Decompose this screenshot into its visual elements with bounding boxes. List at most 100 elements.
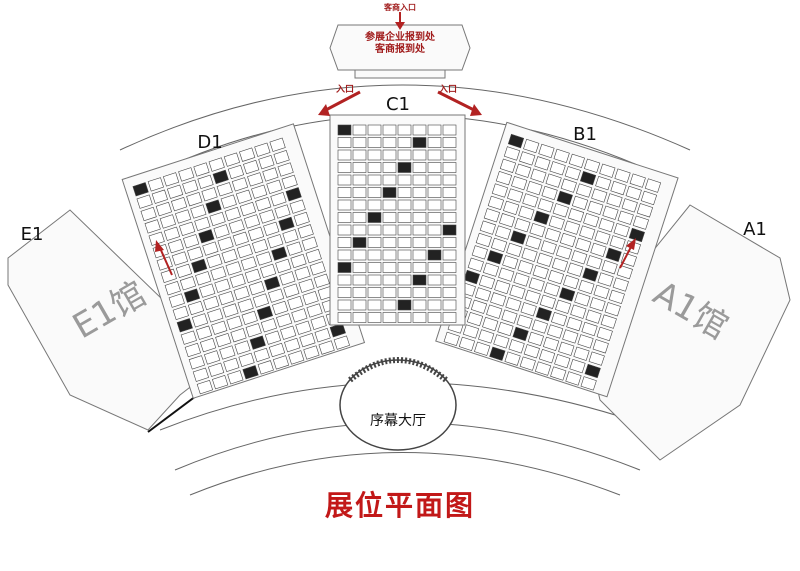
booth xyxy=(533,210,550,225)
booth xyxy=(175,263,193,279)
booth xyxy=(367,249,382,261)
booth xyxy=(216,182,233,197)
booth xyxy=(397,237,412,248)
booth xyxy=(228,219,245,234)
booth xyxy=(269,137,286,152)
booth xyxy=(194,216,211,232)
booth xyxy=(203,295,220,311)
booth xyxy=(584,363,601,379)
booth xyxy=(571,195,589,211)
booth xyxy=(367,137,382,148)
booth xyxy=(397,262,412,273)
booth xyxy=(264,330,282,345)
booth xyxy=(412,287,427,298)
booth xyxy=(427,174,442,186)
booth xyxy=(397,174,412,186)
booth xyxy=(257,360,274,375)
booth xyxy=(507,188,524,203)
booth xyxy=(199,337,217,353)
booth xyxy=(567,262,584,277)
booth xyxy=(520,302,537,317)
hall-d1-label: D1 xyxy=(197,132,222,153)
booth xyxy=(267,234,284,249)
booth xyxy=(397,224,412,236)
booth xyxy=(559,287,576,302)
booth xyxy=(205,199,222,214)
booth xyxy=(367,262,382,273)
booth xyxy=(442,199,457,211)
booth xyxy=(277,162,294,177)
booth xyxy=(554,353,571,369)
booth xyxy=(382,249,397,261)
booth xyxy=(352,187,367,198)
booth xyxy=(462,324,480,339)
booth xyxy=(610,180,627,196)
booth xyxy=(301,236,318,251)
booth xyxy=(223,152,241,167)
booth xyxy=(602,205,619,220)
booth xyxy=(470,299,488,314)
booth xyxy=(442,162,457,173)
booth xyxy=(237,298,254,313)
booth xyxy=(382,187,397,198)
booth xyxy=(207,308,224,323)
booth xyxy=(263,276,281,291)
booth xyxy=(516,314,533,329)
booth xyxy=(629,173,646,188)
booth xyxy=(382,312,397,323)
booth xyxy=(546,324,564,339)
booth xyxy=(337,199,352,211)
booth xyxy=(397,149,412,161)
booth xyxy=(427,212,442,223)
booth xyxy=(243,159,260,175)
booth xyxy=(294,266,311,281)
booth xyxy=(268,288,285,303)
booth xyxy=(295,320,312,335)
booth xyxy=(547,269,565,285)
booth xyxy=(586,255,603,270)
booth xyxy=(590,242,607,258)
booth xyxy=(234,340,251,355)
booth xyxy=(230,328,247,343)
booth xyxy=(202,241,219,256)
booth xyxy=(337,149,352,161)
booth xyxy=(272,300,289,316)
booth xyxy=(442,224,457,236)
booth xyxy=(509,284,526,300)
hall-b1-label: B1 xyxy=(573,124,597,145)
booth xyxy=(191,258,208,274)
booth xyxy=(164,281,181,296)
booth xyxy=(244,268,261,283)
hall-a1 xyxy=(584,204,791,461)
booth xyxy=(176,318,193,333)
registration-label-1: 参展企业报到处 xyxy=(365,30,436,43)
booth xyxy=(412,149,427,161)
booth xyxy=(218,290,235,306)
booth xyxy=(337,274,352,286)
booth xyxy=(442,262,457,273)
booth xyxy=(585,309,602,324)
registration-label-2: 客商报到处 xyxy=(374,42,426,55)
booth xyxy=(519,151,536,166)
booth xyxy=(175,209,192,224)
booth xyxy=(592,339,609,354)
booth xyxy=(442,174,457,186)
booth xyxy=(558,341,575,356)
booth xyxy=(514,218,531,233)
booth xyxy=(397,162,412,173)
booth xyxy=(467,257,484,272)
booth xyxy=(293,211,310,227)
booth xyxy=(367,312,382,323)
booth xyxy=(517,260,534,275)
foyer-label: 序幕大厅 xyxy=(370,413,426,429)
booth xyxy=(255,251,273,266)
booth xyxy=(442,187,457,198)
booth xyxy=(203,350,221,365)
booth xyxy=(314,328,331,343)
booth xyxy=(282,229,299,244)
booth xyxy=(519,356,536,371)
booth xyxy=(545,173,562,188)
booth xyxy=(532,264,549,280)
booth xyxy=(397,137,412,148)
